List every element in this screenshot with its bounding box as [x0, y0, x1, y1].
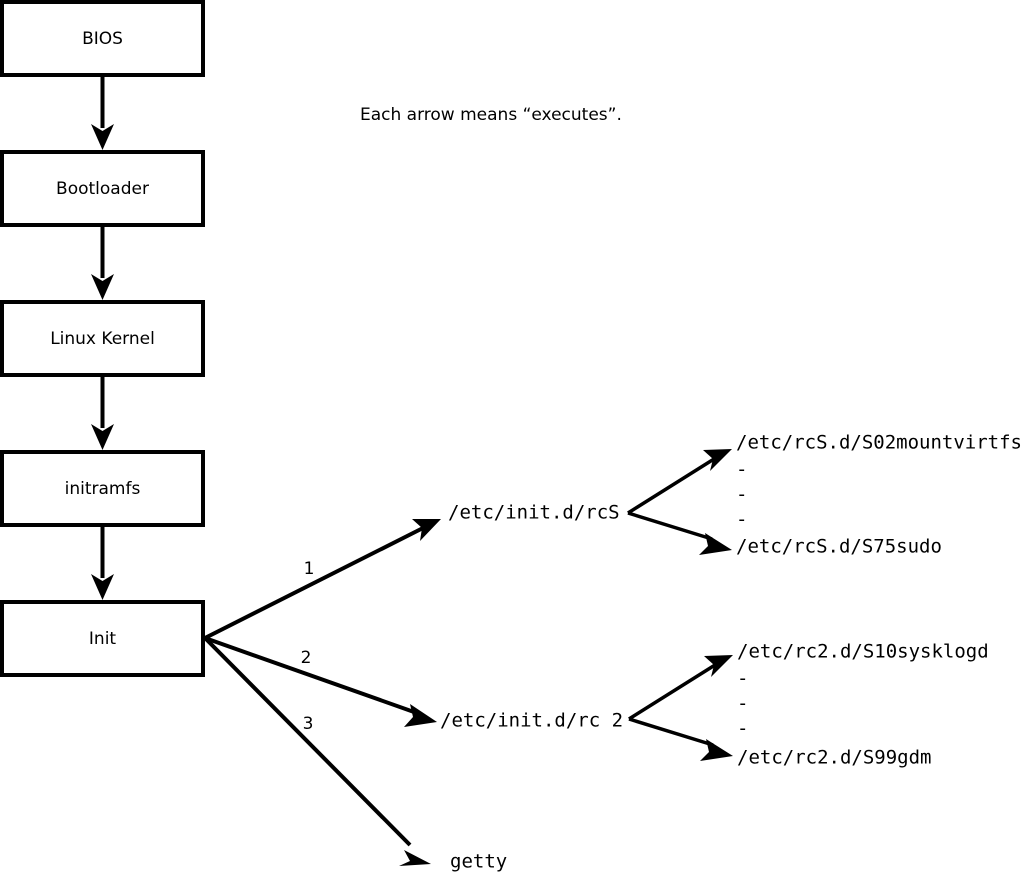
node-linux-kernel[interactable]: Linux Kernel: [0, 300, 205, 377]
edge-rc2-first-script: [628, 655, 733, 721]
node-bios-rect: [0, 0, 205, 77]
node-bootloader-label: Bootloader: [56, 179, 149, 199]
edge-rcs-first-script: [627, 449, 732, 515]
rcs-ellipsis-dash: -: [736, 509, 747, 531]
edge-initramfs-init: [91, 525, 114, 600]
node-bios[interactable]: BIOS: [0, 0, 205, 77]
arrow-head-icon: [704, 655, 733, 677]
rcs-ellipsis-dash: -: [736, 484, 747, 506]
edge-number-1: 1: [304, 559, 315, 579]
arrow-head-icon: [91, 274, 114, 300]
diagram-caption: Each arrow means “executes”.: [360, 105, 622, 125]
node-initramfs-label: initramfs: [65, 479, 141, 499]
rc2-ellipsis-dash: -: [737, 668, 748, 690]
arrow-head-icon: [91, 574, 114, 600]
edge-init-rc2: 2: [204, 636, 437, 727]
node-bootloader-rect: [0, 150, 205, 227]
label-rcs-first-script[interactable]: /etc/rcS.d/S02mountvirtfs: [736, 432, 1022, 454]
edge-kernel-initramfs: [91, 375, 114, 450]
rc2-ellipsis-dash: -: [737, 718, 748, 740]
edge-rc2-last-script: [628, 717, 733, 761]
edge-init-getty: 3: [203, 636, 431, 866]
node-init-label: Init: [89, 629, 117, 649]
rc2-ellipsis-dash: -: [737, 693, 748, 715]
edge-init-rcs: 1: [204, 519, 441, 640]
node-init-rect: [0, 600, 205, 677]
edge-bios-bootloader: [91, 75, 114, 150]
label-getty[interactable]: getty: [450, 851, 507, 873]
node-bootloader[interactable]: Bootloader: [0, 150, 205, 227]
label-rc2-first-script[interactable]: /etc/rc2.d/S10sysklogd: [737, 641, 989, 663]
arrow-head-icon: [404, 704, 437, 727]
node-initramfs[interactable]: initramfs: [0, 450, 205, 527]
arrow-head-icon: [399, 850, 431, 866]
arrow-head-icon: [703, 449, 732, 471]
node-bios-label: BIOS: [82, 29, 123, 49]
edge-number-2: 2: [301, 648, 312, 668]
label-rcs-last-script[interactable]: /etc/rcS.d/S75sudo: [736, 536, 942, 558]
node-init[interactable]: Init: [0, 600, 205, 677]
label-rc2-last-script[interactable]: /etc/rc2.d/S99gdm: [737, 747, 931, 769]
node-linux-kernel-label: Linux Kernel: [50, 329, 155, 349]
edge-number-3: 3: [303, 714, 314, 734]
arrow-head-icon: [699, 533, 732, 555]
node-linux-kernel-rect: [0, 300, 205, 377]
label-etc-initd-rc2[interactable]: /etc/init.d/rc 2: [440, 710, 623, 732]
label-etc-initd-rcs[interactable]: /etc/init.d/rcS: [448, 502, 620, 524]
rcs-ellipsis-dash: -: [736, 459, 747, 481]
arrow-head-icon: [412, 519, 441, 541]
edge-bootloader-kernel: [91, 225, 114, 300]
arrow-head-icon: [91, 124, 114, 150]
arrow-head-icon: [91, 424, 114, 450]
edge-rcs-last-script: [627, 511, 732, 555]
arrow-head-icon: [700, 739, 733, 761]
